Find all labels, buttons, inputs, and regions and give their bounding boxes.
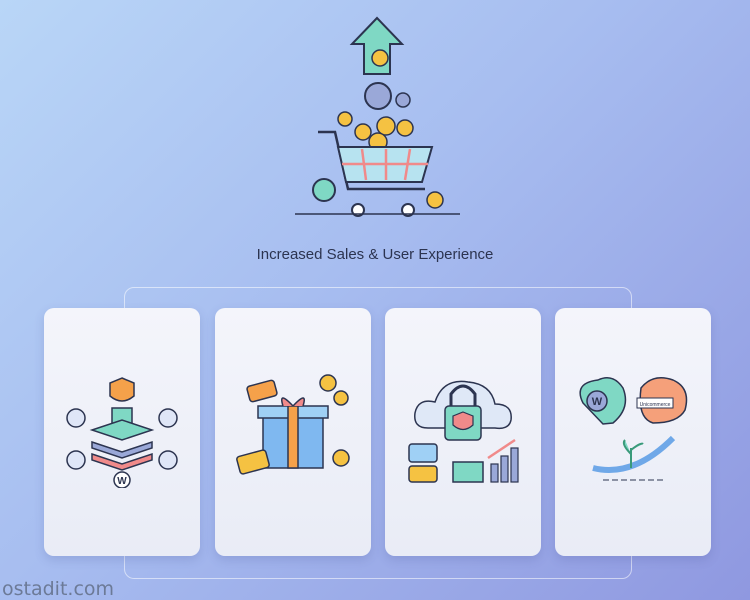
page-title: Increased Sales & User Experience [256, 246, 494, 263]
card-security-platform: W [44, 308, 200, 556]
svg-text:W: W [592, 396, 603, 408]
svg-text:W: W [117, 476, 127, 487]
card-cloud-security [385, 308, 541, 556]
card-gift-discount [215, 308, 371, 556]
brain-growth-icon: W Unicommerce [579, 377, 688, 481]
watermark: ostadit.com [2, 578, 115, 600]
security-platform-icon: W [66, 377, 178, 488]
cloud-security-icon [408, 380, 519, 483]
gift-discount-icon [236, 374, 350, 475]
card-brain-growth: W Unicommerce [555, 308, 711, 556]
unicommerce-label: Unicommerce [640, 402, 671, 408]
shopping-cart-growth-icon [290, 14, 465, 224]
